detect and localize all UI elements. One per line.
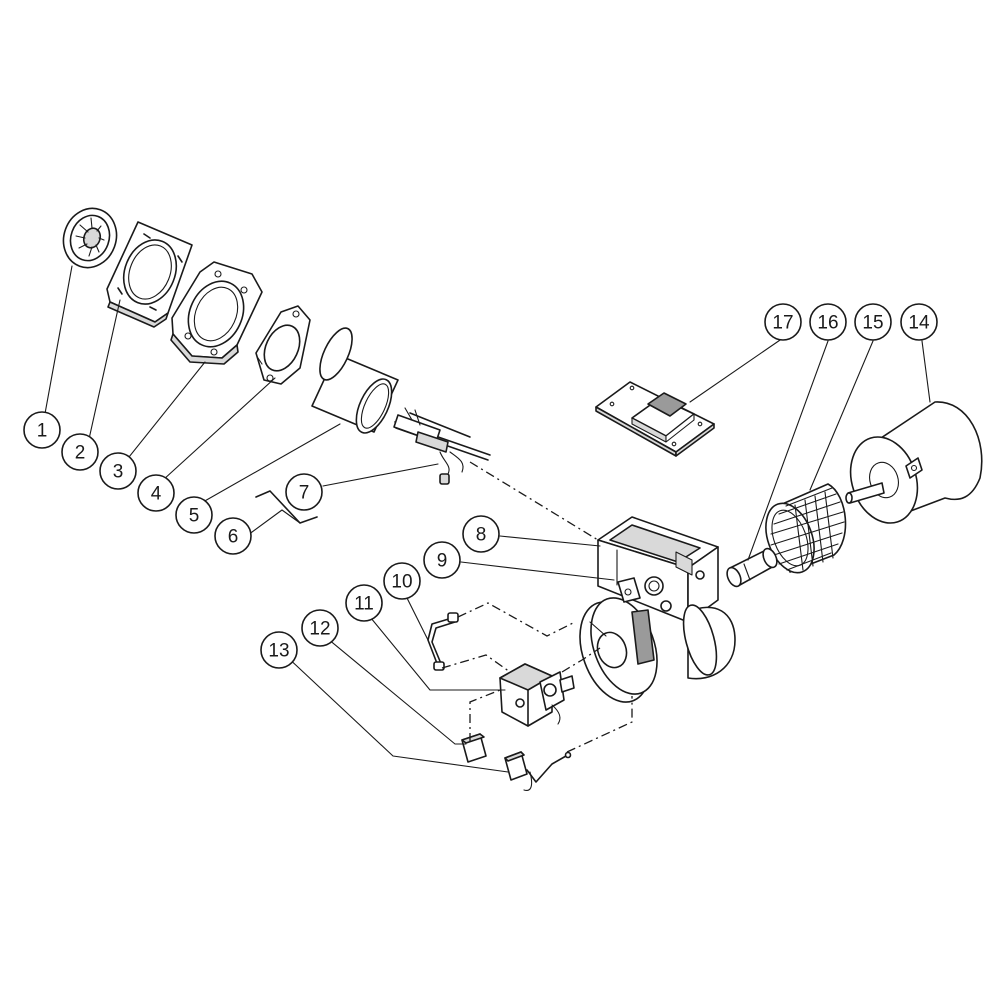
callout-13: 13: [260, 631, 298, 669]
leader-lines: [41, 265, 931, 773]
part-6-drawing: [255, 490, 318, 524]
callout-1: 1: [23, 411, 61, 449]
callout-16: 16: [809, 303, 847, 341]
part-7-drawing: [393, 407, 491, 485]
part-10-drawing: [427, 612, 459, 671]
callout-10: 10: [383, 562, 421, 600]
callouts: 1 2 3 4 5 6 7 8 9 10 11 12 13 14 15 16 1…: [23, 303, 938, 669]
svg-text:3: 3: [113, 462, 124, 483]
callout-15: 15: [854, 303, 892, 341]
svg-text:15: 15: [862, 313, 883, 334]
part-8-drawing: [597, 516, 736, 680]
svg-text:14: 14: [908, 313, 930, 334]
svg-text:7: 7: [299, 483, 310, 504]
part-4-drawing: [255, 305, 311, 385]
svg-text:9: 9: [437, 551, 448, 572]
part-13-drawing: [504, 751, 572, 792]
callout-14: 14: [900, 303, 938, 341]
svg-text:10: 10: [391, 572, 412, 593]
callout-17: 17: [764, 303, 802, 341]
svg-text:17: 17: [772, 313, 793, 334]
callout-11: 11: [345, 584, 383, 622]
svg-text:12: 12: [309, 619, 330, 640]
svg-text:16: 16: [817, 313, 838, 334]
part-2-drawing: [106, 221, 193, 328]
part-15-drawing: [765, 483, 847, 574]
part-5-drawing: [311, 327, 399, 434]
assembly-centerlines: [441, 461, 633, 753]
svg-text:1: 1: [37, 421, 48, 442]
callout-6: 6: [214, 517, 252, 555]
part-12-drawing: [461, 733, 487, 763]
svg-text:4: 4: [151, 484, 162, 505]
part-14-drawing: [845, 401, 983, 524]
callout-8: 8: [462, 515, 500, 553]
part-16-drawing: [726, 547, 778, 588]
callout-3: 3: [99, 452, 137, 490]
part-11-drawing: [499, 663, 575, 727]
part-1-drawing: [62, 207, 118, 269]
svg-text:11: 11: [354, 594, 374, 615]
svg-text:13: 13: [268, 641, 289, 662]
svg-text:2: 2: [75, 443, 86, 464]
callout-9: 9: [423, 541, 461, 579]
part-3-drawing: [170, 261, 263, 365]
callout-12: 12: [301, 609, 339, 647]
callout-5: 5: [175, 496, 213, 534]
part-17-drawing: [595, 381, 715, 457]
callout-7: 7: [285, 473, 323, 511]
svg-text:6: 6: [228, 527, 239, 548]
svg-text:8: 8: [476, 525, 487, 546]
callout-4: 4: [137, 474, 175, 512]
callout-2: 2: [61, 433, 99, 471]
part-9-drawing: [579, 577, 658, 703]
svg-text:5: 5: [189, 506, 200, 527]
